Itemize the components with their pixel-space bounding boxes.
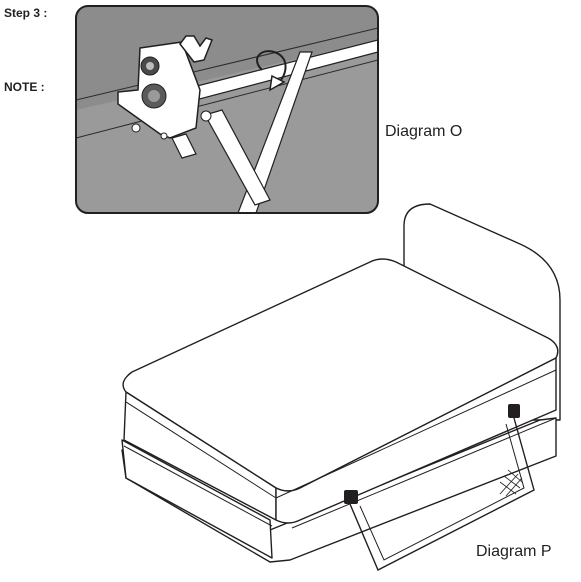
note-label: NOTE : [4, 80, 45, 94]
step-label: Step 3 : [4, 6, 48, 20]
diagram-p-caption: Diagram P [476, 543, 552, 560]
diagram-o-caption: Diagram O [385, 123, 463, 140]
